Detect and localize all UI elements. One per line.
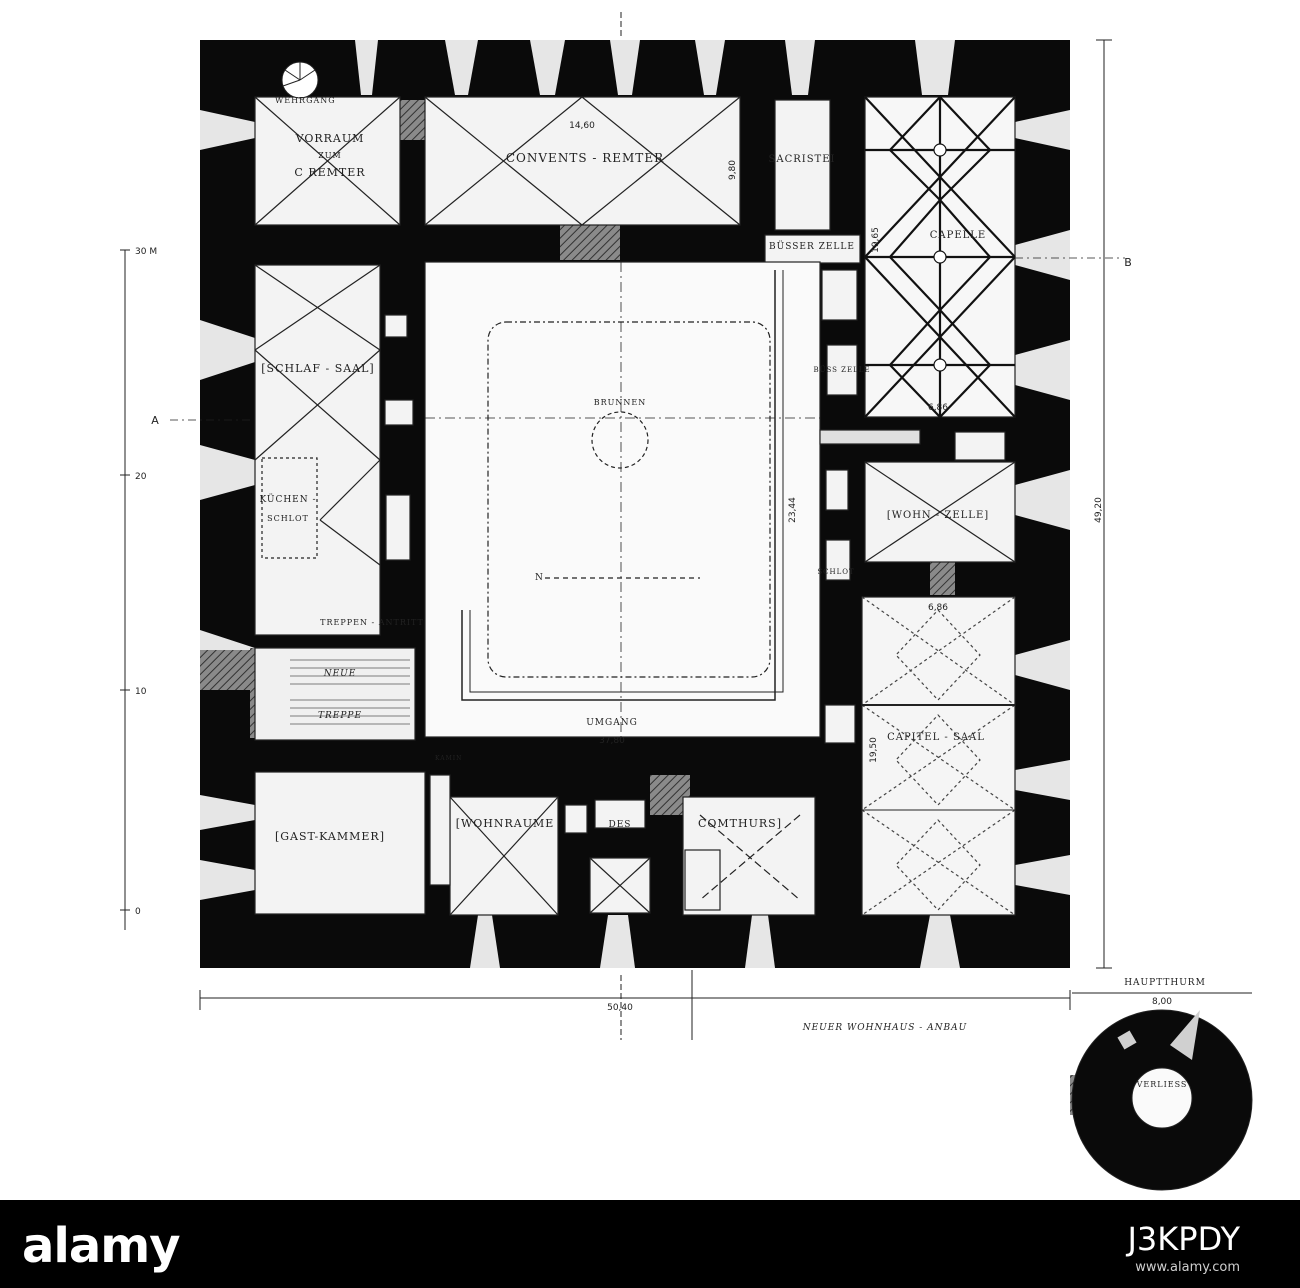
label-wehrgang: WEHRGANG — [275, 96, 336, 105]
room-vorraum — [254, 96, 401, 226]
dim-remter-width: 9,80 — [728, 160, 738, 180]
label-brunnen: BRUNNEN — [594, 398, 646, 407]
room-capelle — [864, 95, 1016, 419]
dim-remter-length: 14,60 — [569, 121, 595, 131]
dim-umgang-length: 37,80 — [599, 736, 625, 746]
label-wohn-zelle: [WOHN - ZELLE] — [887, 510, 989, 521]
section-mark-b: B — [1124, 256, 1132, 269]
floor-plan: WEHRGANG VORRAUM ZUM C REMTER CONVENTS -… — [120, 12, 1253, 1191]
section-mark-a: A — [151, 414, 159, 427]
label-vorraum-1: VORRAUM — [295, 132, 365, 145]
label-schlot: SCHLOT — [817, 568, 854, 576]
label-kuechen-2: SCHLOT — [267, 514, 309, 523]
dim-capelle-width: 6,86 — [928, 403, 948, 413]
label-treppen-antritt: TREPPEN - ANTRITT — [320, 618, 424, 627]
label-anbau: NEUER WOHNHAUS - ANBAU — [802, 1023, 968, 1033]
watermark-logo: alamy — [22, 1218, 181, 1274]
scale-20: 20 — [135, 472, 147, 482]
dim-hof-length: 23,44 — [788, 497, 798, 523]
neue-treppe — [254, 647, 416, 741]
rooms — [254, 95, 1016, 916]
label-gast-kammer: [GAST-KAMMER] — [275, 830, 385, 843]
label-busser-zelle-1: BÜSSER ZELLE — [769, 240, 855, 252]
room-wohn-zelle — [864, 461, 1016, 563]
courtyard — [424, 261, 821, 738]
dim-capitel-length: 19,50 — [869, 737, 879, 763]
room-wohnraume — [449, 796, 559, 916]
hauptthurm — [1071, 1009, 1253, 1191]
watermark-code: J3KPDY — [1127, 1220, 1240, 1258]
spiral-stair — [281, 61, 319, 99]
room-comthurs — [682, 796, 816, 916]
label-convents-remter: CONVENTS - REMTER — [506, 151, 664, 165]
room-capitel-saal — [861, 596, 1016, 916]
label-busser-zelle-2: BÜSS ZELLE — [813, 365, 870, 374]
dim-capelle-length: 19,65 — [871, 227, 881, 253]
label-neue-treppe-2: TREPPE — [318, 711, 362, 721]
label-north: N — [535, 573, 544, 583]
labels: WEHRGANG VORRAUM ZUM C REMTER CONVENTS -… — [135, 96, 1206, 1089]
label-capitel-saal: CAPITEL - SAAL — [887, 732, 985, 743]
label-kamin: KAMIN — [435, 755, 462, 762]
label-umgang: UMGANG — [586, 718, 638, 728]
outer-dimensions — [120, 12, 1252, 1040]
label-hauptthurm: HAUPTTHURM — [1124, 978, 1206, 988]
label-verliess: VERLIESS — [1136, 1080, 1188, 1089]
dim-total-height: 49,20 — [1094, 497, 1104, 523]
label-kuechen-1: KÜCHEN - — [259, 493, 316, 505]
room-busser-zelle-2 — [826, 344, 858, 396]
label-vorraum-3: C REMTER — [294, 166, 365, 179]
window-splays — [200, 40, 1070, 968]
room-sacristei — [774, 99, 831, 231]
label-neue-treppe-1: NEUE — [323, 669, 357, 679]
dim-capitel-width: 6,86 — [928, 603, 948, 613]
room-des — [589, 799, 651, 914]
dim-total-width: 50,40 — [607, 1003, 633, 1013]
label-vorraum-2: ZUM — [318, 151, 342, 160]
label-sacristei: SACRISTEI — [769, 154, 836, 165]
scale-30m: 30 M — [135, 247, 157, 257]
label-capelle: CAPELLE — [930, 230, 986, 241]
dim-thurm-width: 8,00 — [1152, 997, 1172, 1007]
scale-10: 10 — [135, 687, 147, 697]
watermark-bar: alamy J3KPDY www.alamy.com — [0, 1200, 1300, 1288]
label-wohnraume: [WOHNRAUME — [456, 817, 555, 830]
label-des: DES — [609, 820, 632, 830]
room-gast-kammer — [254, 771, 426, 915]
scale-0: 0 — [135, 907, 141, 917]
label-schlaf-saal: [SCHLAF - SAAL] — [261, 362, 374, 375]
room-schlaf-saal — [254, 264, 381, 636]
room-convents-remter — [424, 96, 741, 226]
label-comthurs: COMTHURS] — [698, 817, 782, 830]
watermark-site: www.alamy.com — [1135, 1260, 1240, 1275]
